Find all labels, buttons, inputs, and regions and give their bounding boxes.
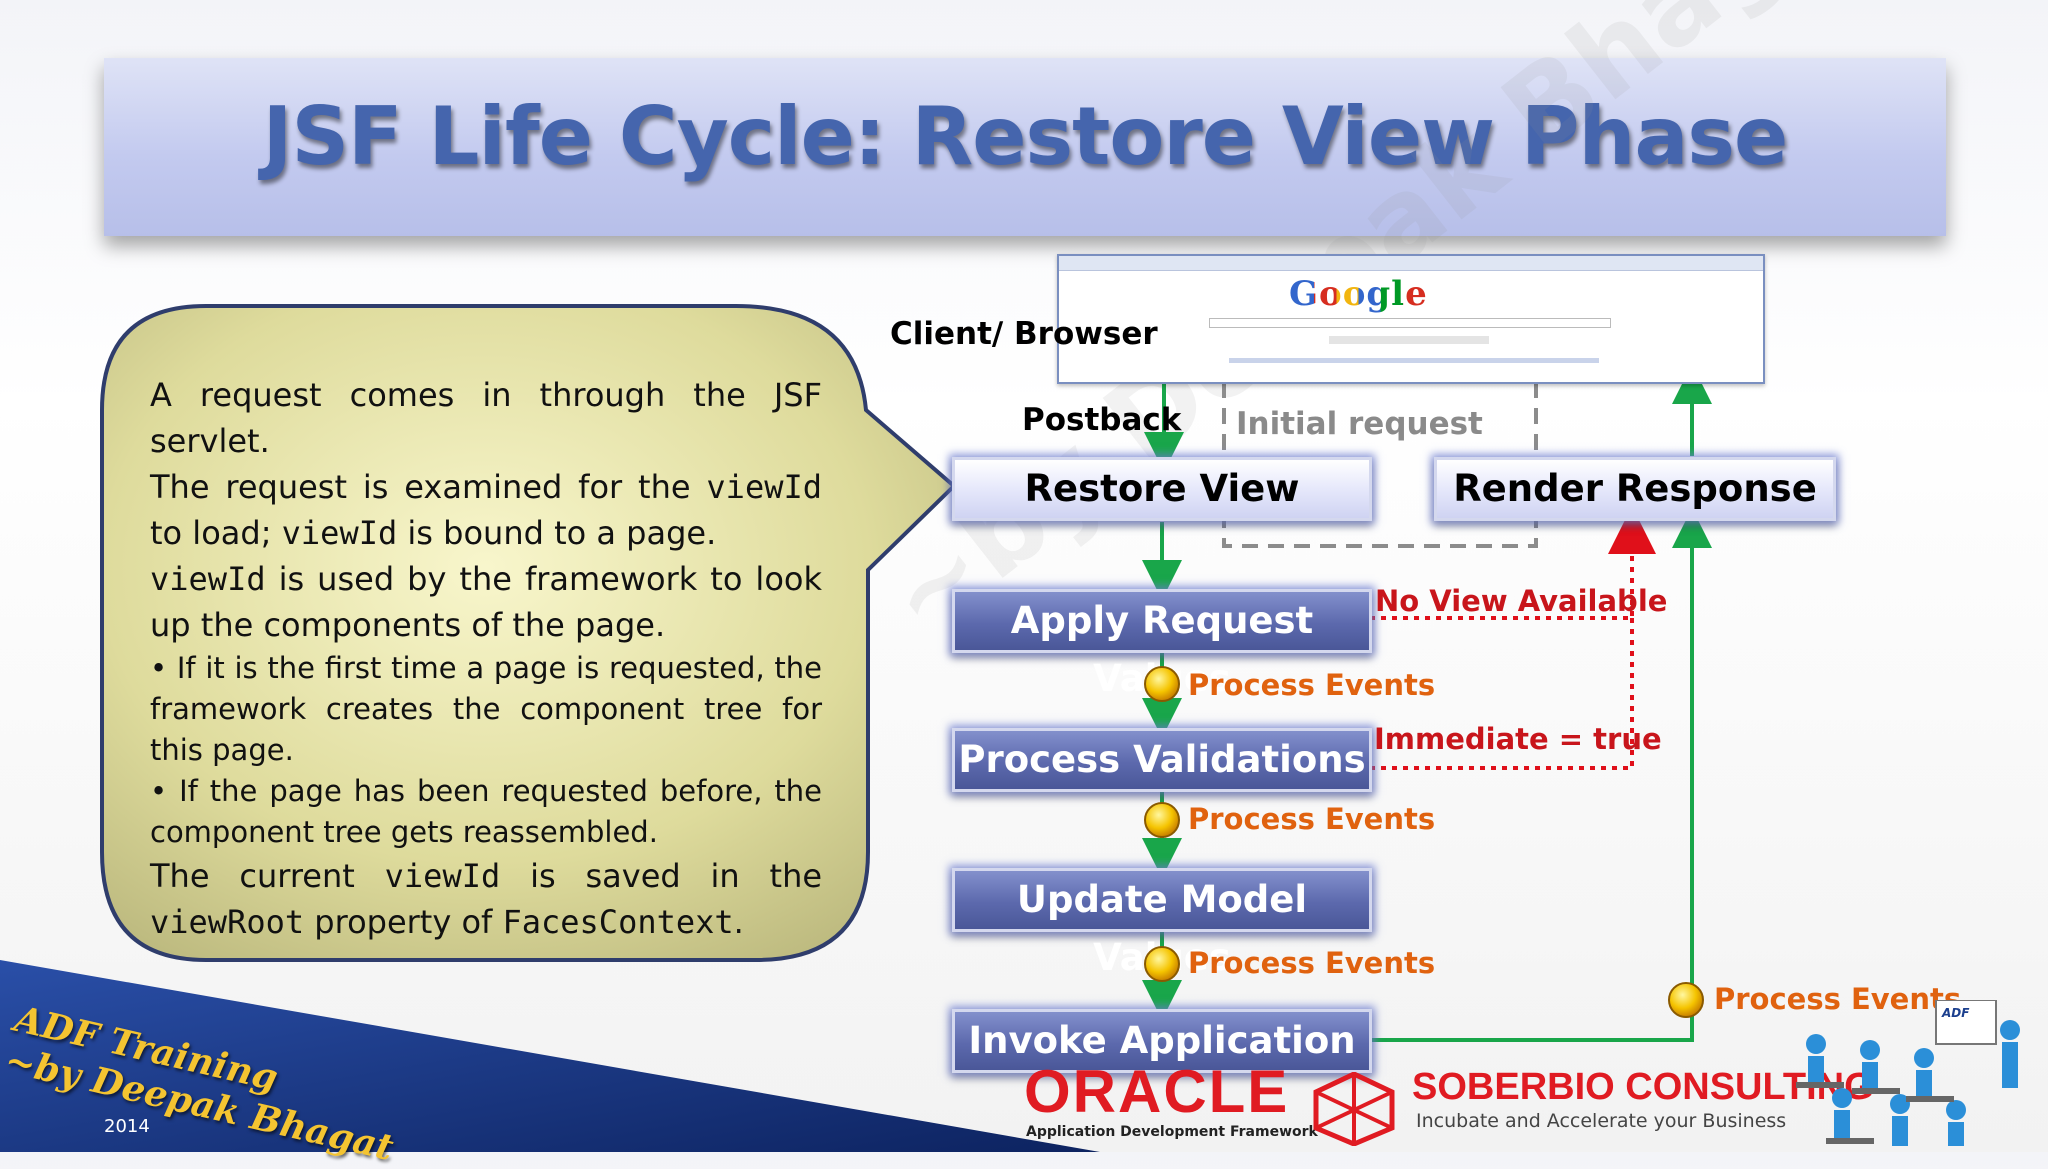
event-marker-2 [1145,803,1179,837]
oracle-subtitle: Application Development Framework [1026,1124,1318,1140]
process-events-label: Process Events [1188,668,1435,702]
immediate-true-label: Immediate = true [1374,722,1662,756]
oracle-logo: ORACLE [1024,1062,1289,1122]
process-events-label: Process Events [1188,802,1435,836]
event-marker-1 [1145,667,1179,701]
event-marker-4 [1669,983,1703,1017]
soberbio-cube-icon [1312,1072,1396,1146]
no-view-available-label: No View Available [1375,584,1667,618]
year-label: 2014 [104,1116,150,1137]
event-marker-3 [1145,947,1179,981]
classroom-illustration [1796,1000,2036,1146]
soberbio-tagline: Incubate and Accelerate your Business [1416,1110,1786,1132]
adf-badge: ADF [1942,1006,1969,1020]
process-events-label: Process Events [1188,946,1435,980]
